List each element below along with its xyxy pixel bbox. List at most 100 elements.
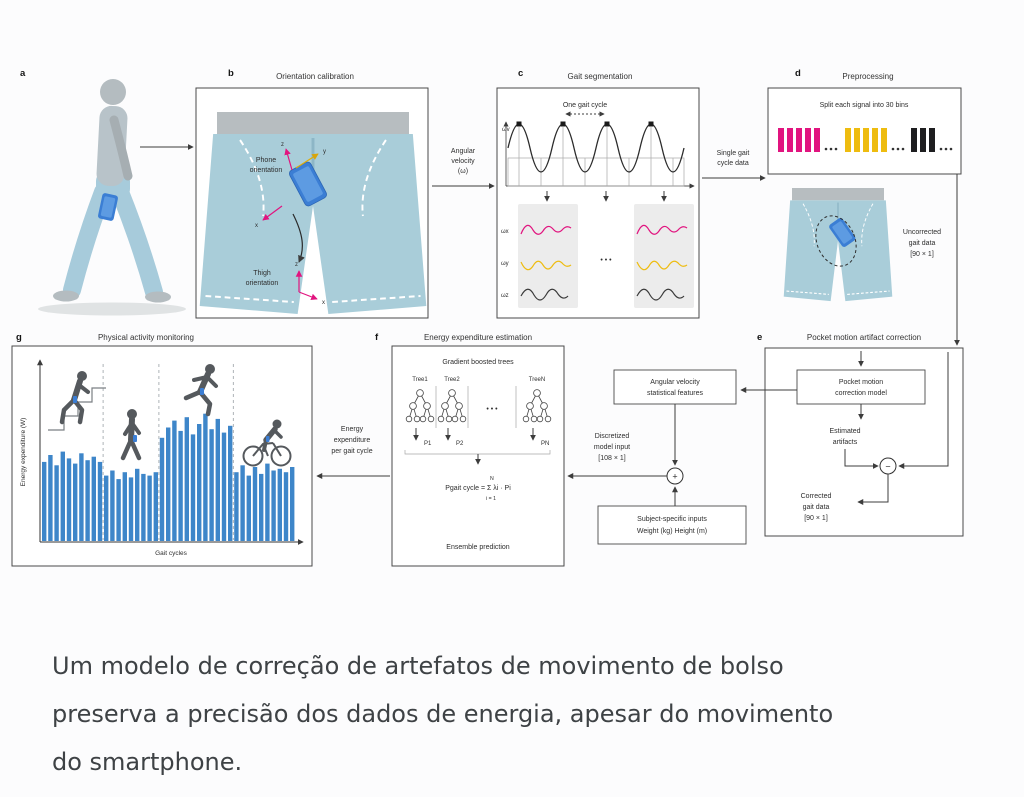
bar (60, 451, 65, 541)
bar (42, 461, 47, 541)
panel-g-title: Physical activity monitoring (98, 333, 194, 342)
flow-label: expenditure (334, 437, 371, 444)
panel-d: d Preprocessing Split each signal into 3… (767, 68, 962, 175)
panel-g: g Physical activity monitoring Energy ex… (11, 332, 313, 567)
bar (190, 434, 196, 541)
estimated-artifacts-label: Estimated (829, 428, 860, 435)
caption-line: Um modelo de correção de artefatos de mo… (52, 652, 784, 680)
axis-label-x: x (322, 300, 325, 306)
bar (203, 413, 208, 541)
corrected-label: gait data (803, 504, 830, 511)
phone-x-axis (262, 205, 283, 221)
figure-caption: Um modelo de correção de artefatos de mo… (52, 642, 982, 786)
bar (79, 453, 84, 541)
signal-bins-black (911, 128, 953, 152)
panel-letter-a: a (20, 68, 26, 79)
discretized-label: Discretized (595, 433, 630, 440)
phone-orientation-label: orientation (250, 167, 283, 174)
axis-label-z: z (295, 262, 298, 268)
panel-f-title: Energy expenditure estimation (424, 333, 532, 342)
decision-tree-icon (522, 389, 552, 423)
head (100, 79, 126, 105)
correction-model-label: Pocket motion (839, 379, 883, 386)
bar (85, 460, 90, 541)
bar (271, 470, 276, 541)
stair-climbing-icon (48, 371, 106, 431)
panel-letter-c: c (518, 68, 523, 79)
bar (66, 458, 72, 541)
calibration-arc-arrow (292, 213, 305, 263)
bar (97, 461, 103, 541)
tree-label: Tree1 (412, 377, 428, 383)
signal-bins-yellow (845, 128, 905, 152)
phone-icon (829, 218, 856, 247)
flow-label: velocity (451, 158, 475, 165)
bar (104, 475, 109, 541)
flow-label: cycle data (717, 160, 749, 167)
walking-person-icon (38, 79, 186, 316)
decision-tree-icon (437, 389, 467, 423)
bar (73, 463, 78, 541)
bar (54, 465, 59, 541)
bar (153, 472, 158, 541)
bar (221, 432, 227, 541)
ensemble-prediction-label: Ensemble prediction (446, 544, 510, 551)
flow-c-d: Single gait cycle data (702, 150, 766, 181)
axis-label-z: z (281, 142, 284, 148)
chart-x-label: Gait cycles (155, 550, 188, 557)
bar (259, 473, 264, 541)
omega-y-label: ωy (501, 261, 509, 267)
panel-b-title: Orientation calibration (276, 72, 354, 81)
bar (128, 477, 134, 541)
phone-icon (98, 193, 118, 221)
bar (141, 473, 146, 541)
peak-marker (516, 121, 522, 127)
bar (252, 467, 258, 541)
decision-tree-icon (405, 389, 435, 423)
pocket-motion-illustration: Uncorrected gait data [90 × 1] (782, 174, 960, 346)
peak-marker (648, 121, 654, 127)
panel-c-title: Gait segmentation (568, 72, 633, 81)
omega-x-label: ωx (501, 229, 509, 235)
uncorrected-label: Uncorrected (903, 229, 941, 236)
split-label: Split each signal into 30 bins (820, 102, 909, 109)
panel-b: b Orientation calibration y z x Phone or… (195, 68, 429, 319)
angular-stats-label: Angular velocity (650, 379, 700, 386)
bar (122, 472, 127, 541)
phone-z-axis (284, 148, 293, 171)
phone-icon (73, 396, 77, 403)
discretized-label: [108 × 1] (598, 455, 625, 462)
bar (48, 455, 53, 541)
signal-bins-magenta (778, 128, 838, 152)
panel-a: a (20, 68, 194, 316)
bar (172, 420, 177, 541)
angular-stats-label: statistical features (647, 390, 704, 397)
bar (215, 418, 220, 541)
prediction-label: P2 (456, 441, 464, 447)
phone-y-axis (295, 153, 319, 169)
caption-line: do smartphone. (52, 748, 243, 776)
formula-sup: N (490, 476, 494, 482)
subject-inputs-label: Subject-specific inputs (637, 516, 707, 523)
bar (197, 424, 202, 541)
peak-marker (560, 121, 566, 127)
panel-letter-b: b (228, 68, 234, 79)
panel-f: f Energy expenditure estimation Gradient… (375, 332, 565, 567)
ground-shadow (38, 302, 186, 316)
phone-orientation-label: Phone (256, 157, 276, 164)
ellipsis: • • • (600, 257, 612, 264)
discretized-label: model input (594, 444, 630, 451)
peak-marker (604, 121, 610, 127)
gbt-label: Gradient boosted trees (442, 359, 514, 366)
shoe (145, 291, 171, 303)
corrected-label: [90 × 1] (804, 515, 828, 522)
panel-letter-e: e (757, 332, 762, 343)
panel-letter-g: g (16, 332, 22, 343)
cycling-icon (242, 419, 292, 467)
bar (234, 472, 239, 541)
bar (116, 479, 121, 541)
bar (228, 425, 233, 541)
flow-label: Angular (451, 148, 476, 155)
bar (265, 463, 270, 541)
panel-letter-d: d (795, 68, 801, 79)
